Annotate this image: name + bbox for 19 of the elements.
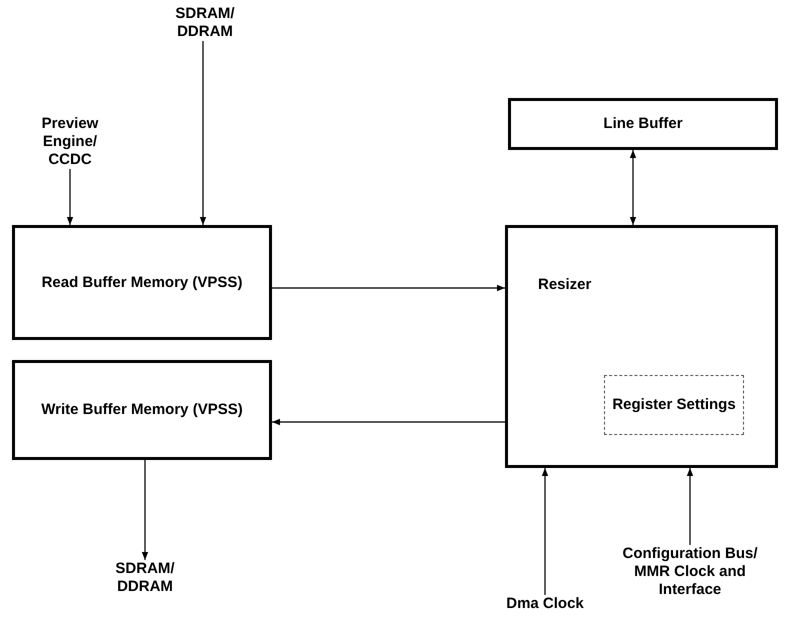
arrow: [272, 418, 505, 426]
arrow: [630, 150, 636, 225]
clock-label: Dma Clock: [495, 595, 595, 613]
memory-box: Write Buffer Memory (VPSS): [12, 360, 272, 460]
arrow: [200, 41, 206, 225]
resizer-box: [505, 225, 778, 468]
arrow: [686, 468, 694, 545]
register-box: Register Settings: [604, 375, 744, 435]
source-label: Preview Engine/ CCDC: [25, 115, 115, 169]
buffer-box: Line Buffer: [508, 98, 778, 150]
interface-label: Configuration Bus/ MMR Clock and Interface: [615, 545, 765, 599]
arrow: [272, 284, 505, 292]
arrow: [66, 169, 74, 225]
arrow: [542, 468, 548, 595]
arrow: [142, 460, 148, 560]
source-label: SDRAM/ DDRAM: [160, 5, 250, 41]
destination-label: SDRAM/ DDRAM: [100, 560, 190, 596]
box-title: Resizer: [538, 276, 592, 294]
memory-box: Read Buffer Memory (VPSS): [12, 225, 272, 340]
